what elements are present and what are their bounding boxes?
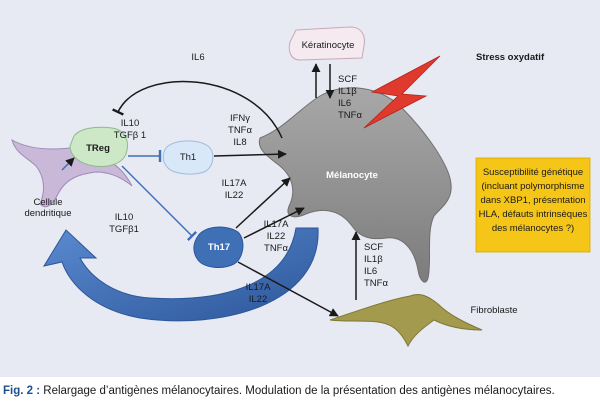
figure-panel: Mélanocyte Kératinocyte Stress oxydatif … — [0, 0, 600, 377]
th17-fib-line1: IL17A — [246, 282, 271, 293]
fib-cyto-line4: TNFα — [364, 278, 388, 289]
genetic-line3: dans XBP1, présentation — [480, 195, 585, 206]
th1-cell — [162, 140, 214, 175]
kera-cyto-line4: TNFα — [338, 110, 362, 121]
th1-cyto-line1: IFNγ — [230, 113, 250, 124]
th17-mid-line1: IL17A — [264, 219, 289, 230]
th17-fib-line2: IL22 — [249, 294, 268, 305]
genetic-line5: des mélanocytes ?) — [492, 223, 574, 234]
dc-cyto-line1: IL10 — [115, 212, 134, 223]
fibroblast-label: Fibroblaste — [471, 305, 518, 316]
th17-mid-line2: IL22 — [267, 231, 286, 242]
diagram: Mélanocyte Kératinocyte Stress oxydatif … — [11, 26, 591, 348]
treg-cell — [69, 126, 128, 167]
dc-treg-arrow — [61, 157, 75, 171]
treg-cyto-line1: IL10 — [121, 118, 140, 129]
kera-cyto-line1: SCF — [338, 74, 357, 85]
th1-cyto-line2: TNFα — [228, 125, 252, 136]
genetic-line1: Susceptibilité génétique — [483, 167, 583, 178]
th17-melanocyte-arrow-2 — [243, 207, 305, 239]
dc-cyto-line2: TGFβ1 — [109, 224, 139, 235]
th1-label: Th1 — [180, 152, 196, 163]
treg-th17-inhibit — [121, 165, 198, 242]
caption-text: Relargage d’antigènes mélanocytaires. Mo… — [40, 385, 555, 397]
il6-top-label: IL6 — [191, 52, 204, 63]
keratinocyte-cell — [288, 26, 365, 61]
fibroblast-cell — [329, 293, 483, 348]
genetic-line4: HLA, défauts intrinsèques — [479, 209, 588, 220]
figure-caption: Fig. 2 : Relargage d’antigènes mélanocyt… — [3, 381, 599, 401]
stress-lightning-icon — [363, 55, 441, 129]
th17-up-line1: IL17A — [222, 178, 247, 189]
th17-cell — [193, 226, 244, 268]
kera-cyto-line3: IL6 — [338, 98, 351, 109]
fib-cyto-line3: IL6 — [364, 266, 377, 277]
th17-label: Th17 — [208, 242, 230, 253]
th17-mid-line3: TNFα — [264, 243, 288, 254]
caption-label: Fig. 2 : — [3, 385, 41, 397]
fib-cyto-line2: IL1β — [364, 254, 383, 265]
genetic-box — [475, 157, 591, 253]
th1-melanocyte-arrow — [213, 149, 287, 159]
treg-cyto-line2: TGFβ 1 — [114, 130, 146, 141]
big-cycle-arrow — [42, 227, 319, 322]
th17-fibroblast-arrow — [237, 261, 339, 317]
keratinocyte-label: Kératinocyte — [302, 40, 355, 51]
dendritic-label-line2: dendritique — [24, 208, 71, 219]
stress-label: Stress oxydatif — [476, 52, 545, 63]
melanocyte-label: Mélanocyte — [326, 170, 378, 181]
kera-cyto-line2: IL1β — [338, 86, 357, 97]
fib-cyto-line1: SCF — [364, 242, 383, 253]
dendritic-label-line1: Cellule — [33, 197, 62, 208]
th17-up-line2: IL22 — [225, 190, 244, 201]
th1-cyto-line3: IL8 — [233, 137, 246, 148]
genetic-line2: (incluant polymorphisme — [482, 181, 585, 192]
treg-label: TReg — [86, 143, 110, 154]
th17-melanocyte-arrow — [235, 177, 291, 229]
il6-inhibit-arc — [112, 80, 283, 139]
